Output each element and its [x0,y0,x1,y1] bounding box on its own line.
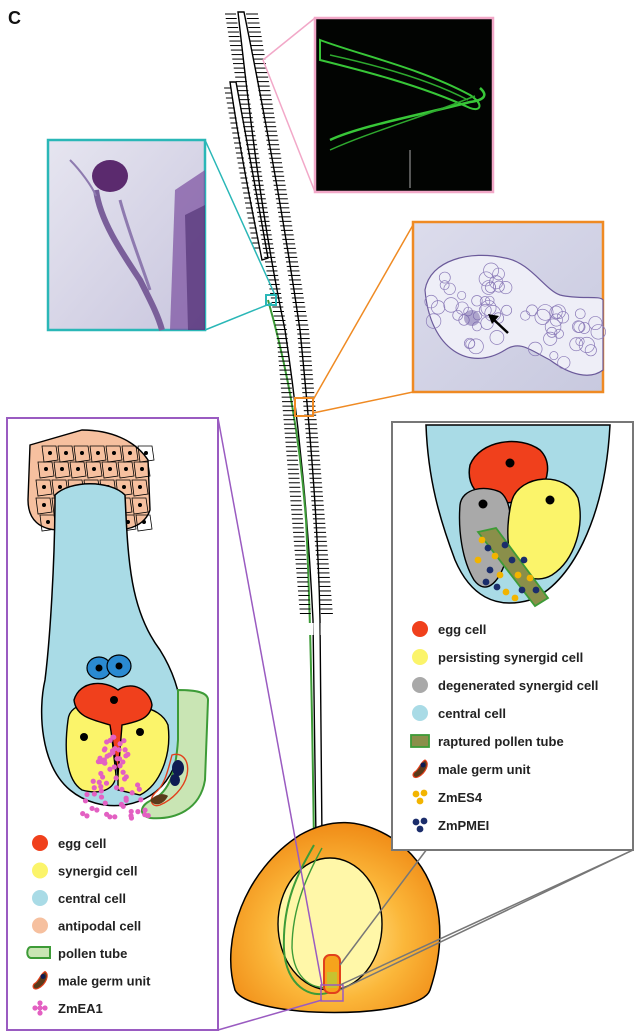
right-legend-label: raptured pollen tube [438,734,564,749]
left-legend-item: pollen tube [27,946,127,961]
ruptured-icon [411,735,429,747]
right-schematic-panel: egg cell persisting synergid cell degenera… [392,422,633,850]
egg-icon [412,621,428,637]
left-legend-label: egg cell [58,836,106,851]
left-legend-label: synergid cell [58,864,137,879]
panel-letter: C [8,8,21,28]
right-legend-label: egg cell [438,622,486,637]
egg-icon [32,835,48,851]
right-legend-label: ZmES4 [438,790,483,805]
right-legend-item: degenerated synergid cell [412,677,598,693]
synergid-icon [32,863,48,879]
left-legend-label: central cell [58,891,126,906]
central-icon [32,890,48,906]
left-legend-label: antipodal cell [58,919,141,934]
degenerated-icon [412,677,428,693]
left-legend-label: pollen tube [58,946,127,961]
left-schematic-panel: egg cell synergid cell central cell antipod… [7,418,218,1030]
left-legend-label: male germ unit [58,974,151,989]
right-legend-label: male germ unit [438,762,531,777]
left-legend-label: ZmEA1 [58,1001,103,1016]
right-legend-label: degenerated synergid cell [438,678,598,693]
right-legend-item: persisting synergid cell [412,649,583,665]
pink-micrograph [315,18,493,192]
teal-micrograph [48,140,205,330]
persisting-icon [412,649,428,665]
orange-micrograph [413,222,606,392]
pollen-tube-icon [27,947,50,958]
right-legend-label: central cell [438,706,506,721]
central-icon [412,705,428,721]
right-legend-label: ZmPMEI [438,818,489,833]
antipodal-icon [32,918,48,934]
left-legend-item: egg cell [32,835,106,851]
right-legend-label: persisting synergid cell [438,650,583,665]
ovule [231,823,440,1013]
right-legend-item: egg cell [412,621,486,637]
